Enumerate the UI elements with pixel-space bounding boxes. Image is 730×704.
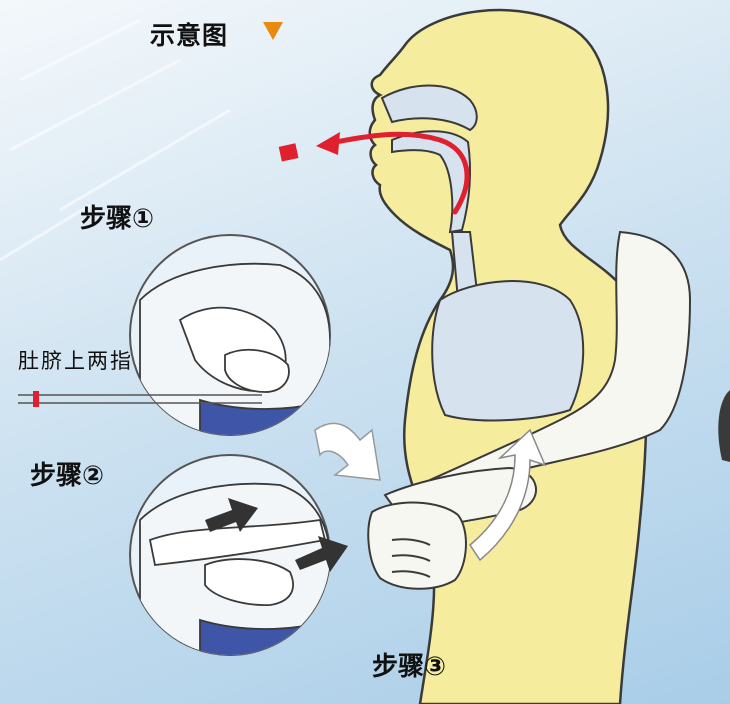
step2-label: 步骤② [30,455,104,492]
edge-shape [718,390,730,462]
navel-annotation: 肚脐上两指 [18,345,133,375]
expulsion-arrowhead [316,132,340,155]
expelled-object [279,143,299,161]
step3-label: 步骤③ [372,646,446,683]
step1-label: 步骤① [80,198,154,235]
lungs [432,281,583,420]
fist [368,503,466,589]
step1-circle [130,235,330,440]
step2-circle [130,455,348,660]
diagram-title: 示意图 [150,16,228,52]
pointer-arrow [315,423,380,480]
title-triangle-icon [263,22,283,40]
